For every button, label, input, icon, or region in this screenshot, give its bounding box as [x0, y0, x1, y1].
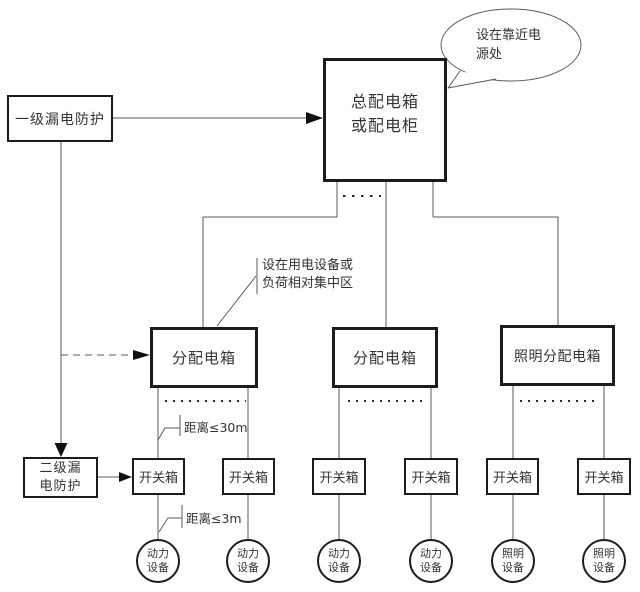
lighting-device-1: 照明 设备 — [491, 539, 535, 583]
switch-box-4-label: 开关箱 — [411, 471, 451, 486]
distance-3m-label: 距离≤3m — [186, 511, 242, 526]
level1-leakage-protection-box: 一级漏电防护 — [7, 95, 113, 142]
switch-box-3-label: 开关箱 — [319, 471, 359, 486]
distance-30m-label: 距离≤30m — [184, 420, 248, 435]
lighting-device-1-label: 照明 设备 — [502, 547, 524, 574]
switch-box-2-label: 开关箱 — [228, 471, 268, 486]
distribution-box-2: 分配电箱 — [332, 327, 438, 388]
power-device-2: 动力 设备 — [226, 539, 270, 583]
lighting-distribution-box-label: 照明分配电箱 — [514, 348, 601, 365]
distribution-box-1: 分配电箱 — [150, 327, 258, 388]
distribution-box-1-label: 分配电箱 — [171, 349, 236, 367]
distance3-leader — [158, 517, 182, 533]
level1-leakage-protection-label: 一级漏电防护 — [15, 111, 105, 128]
arrow-right-into-switch1-icon — [119, 472, 132, 482]
power-device-1: 动力 设备 — [136, 539, 180, 583]
level2-leakage-protection-box: 二级漏 电防护 — [23, 457, 98, 498]
switch-box-4: 开关箱 — [404, 458, 458, 495]
speech-bubble-tail — [447, 70, 497, 89]
switch-box-5-label: 开关箱 — [492, 471, 532, 486]
distance30-leader — [157, 427, 180, 441]
main-distribution-box: 总配电箱 或配电柜 — [323, 58, 447, 182]
distribution-box-2-label: 分配电箱 — [352, 349, 417, 367]
note-text: 设在用电设备或 负荷相对集中区 — [262, 258, 354, 292]
switch-box-1-label: 开关箱 — [138, 471, 178, 486]
arrow-right-into-dist1-icon — [133, 350, 150, 360]
speech-bubble-ellipse — [440, 8, 582, 82]
switch-box-6: 开关箱 — [577, 458, 631, 495]
lighting-device-2: 照明 设备 — [582, 539, 626, 583]
power-device-1-label: 动力 设备 — [147, 547, 169, 574]
switch-box-6-label: 开关箱 — [584, 471, 624, 486]
power-device-3: 动力 设备 — [317, 539, 361, 583]
power-device-2-label: 动力 设备 — [237, 547, 259, 574]
callout-text: 设在靠近电 源处 — [476, 28, 542, 62]
lighting-distribution-box: 照明分配电箱 — [500, 325, 615, 386]
switch-box-5: 开关箱 — [486, 458, 539, 495]
note-leader-line — [216, 275, 257, 327]
speech-bubble — [440, 8, 582, 89]
main-distribution-box-label: 总配电箱 或配电柜 — [350, 92, 419, 135]
switch-box-2: 开关箱 — [222, 458, 275, 495]
switch-box-1: 开关箱 — [132, 458, 185, 495]
arrow-down-into-level2-icon — [54, 443, 68, 457]
level2-leakage-protection-label: 二级漏 电防护 — [39, 460, 82, 494]
arrow-right-into-main-icon — [306, 112, 323, 124]
switch-box-3: 开关箱 — [312, 458, 366, 495]
power-device-4-label: 动力 设备 — [420, 547, 442, 574]
lighting-device-2-label: 照明 设备 — [593, 547, 615, 574]
power-device-3-label: 动力 设备 — [328, 547, 350, 574]
power-device-4: 动力 设备 — [409, 539, 453, 583]
